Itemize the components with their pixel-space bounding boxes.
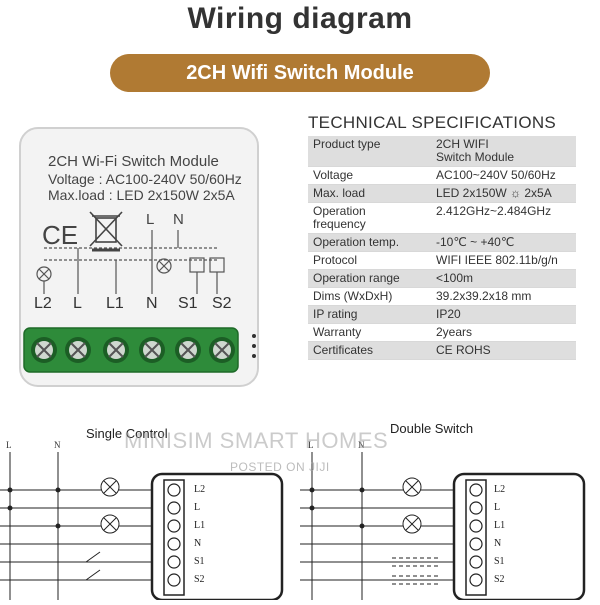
spec-key: Operation temp. <box>313 235 400 249</box>
single-wire-label-n: N <box>54 440 61 450</box>
spec-value: <100m <box>436 271 474 285</box>
spec-key: Protocol <box>313 253 358 267</box>
spec-row: Warranty 2years <box>308 324 576 342</box>
single-term-l1: L1 <box>194 520 206 531</box>
spec-title: TECHNICAL SPECIFICATIONS <box>308 113 557 132</box>
double-term-s1: S1 <box>494 556 505 567</box>
terminal-label-n: N <box>146 295 158 312</box>
spec-value: 39.2x39.2x18 mm <box>436 289 532 303</box>
spec-row: Max. load LED 2x150W ☼ 2x5A <box>308 185 576 203</box>
weee-bin-icon <box>89 211 123 252</box>
single-term-n: N <box>194 538 202 549</box>
single-term-s1: S1 <box>194 556 205 567</box>
module-label-l: L <box>146 211 155 228</box>
product-banner: 2CH Wifi Switch Module <box>110 54 490 92</box>
double-term-n: N <box>494 538 502 549</box>
single-wire-label-l: L <box>6 440 12 450</box>
watermark-subtext: POSTED ON JIJI <box>230 460 330 474</box>
spec-row: Voltage AC100~240V 50/60Hz <box>308 167 576 185</box>
spec-key: Certificates <box>313 343 374 357</box>
terminal-label-s2: S2 <box>212 295 232 312</box>
terminal-screws <box>31 337 235 363</box>
double-term-l1: L1 <box>494 520 506 531</box>
single-control-drawing <box>0 452 284 602</box>
spec-value: CE ROHS <box>436 343 491 357</box>
single-term-l: L <box>194 502 201 513</box>
single-control-diagram: L N L2 L L1 N S1 S2 <box>0 440 300 605</box>
watermark-text: MINISIM SMART HOMES <box>124 428 389 453</box>
spec-key: Operation range <box>313 271 400 285</box>
spec-value: 2.412GHz~2.484GHz <box>436 204 552 218</box>
double-wire-label-n: N <box>358 440 365 450</box>
module-max-load: Max.load : LED 2x150W 2x5A <box>48 187 235 203</box>
double-term-s2: S2 <box>494 574 505 585</box>
page-title: Wiring diagram <box>187 2 413 35</box>
spec-value: 2years <box>436 325 473 339</box>
module-drawing: CE <box>19 127 259 387</box>
spec-key: Warranty <box>313 325 362 339</box>
single-term-l2: L2 <box>194 484 206 495</box>
spec-key: Max. load <box>313 186 366 200</box>
module-label-n: N <box>173 211 184 228</box>
switch-module-illustration: CE <box>18 126 262 388</box>
double-term-l: L <box>494 502 501 513</box>
double-switch-title: Double Switch <box>390 421 474 436</box>
double-switch-drawing <box>300 452 586 602</box>
spec-row: Dims (WxDxH) 39.2x39.2x18 mm <box>308 288 576 306</box>
double-wire-label-l: L <box>308 440 314 450</box>
spec-row: Certificates CE ROHS <box>308 342 576 360</box>
spec-key: Voltage <box>313 168 354 182</box>
spec-key: Product type <box>313 137 381 151</box>
spec-row: Operation range <100m <box>308 270 576 288</box>
double-switch-diagram: L N L2 L L1 N S1 S2 <box>300 440 600 605</box>
spec-value: WIFI IEEE 802.11b/g/n <box>436 253 558 267</box>
terminal-label-l: L <box>73 295 82 312</box>
terminal-label-l2: L2 <box>34 295 52 312</box>
spec-row: Operation temp. -10℃ ~ +40℃ <box>308 234 576 252</box>
spec-value: IP20 <box>436 307 461 321</box>
spec-row: Protocol WIFI IEEE 802.11b/g/n <box>308 252 576 270</box>
spec-key: IP rating <box>313 307 358 321</box>
module-name: 2CH Wi-Fi Switch Module <box>48 153 219 170</box>
module-voltage: Voltage : AC100-240V 50/60Hz <box>48 171 242 187</box>
single-control-title: Single Control <box>86 426 168 441</box>
terminal-label-s1: S1 <box>178 295 198 312</box>
spec-value: LED 2x150W ☼ 2x5A <box>436 186 552 200</box>
module-schematic <box>36 230 225 294</box>
spec-value: AC100~240V 50/60Hz <box>436 168 556 182</box>
spec-key: Dims (WxDxH) <box>313 289 393 303</box>
double-term-l2: L2 <box>494 484 506 495</box>
ce-mark-icon: CE <box>42 220 78 250</box>
spec-row: IP rating IP20 <box>308 306 576 324</box>
terminal-label-l1: L1 <box>106 295 124 312</box>
spec-value: -10℃ ~ +40℃ <box>436 235 515 249</box>
status-dots <box>252 334 256 358</box>
single-term-s2: S2 <box>194 574 205 585</box>
